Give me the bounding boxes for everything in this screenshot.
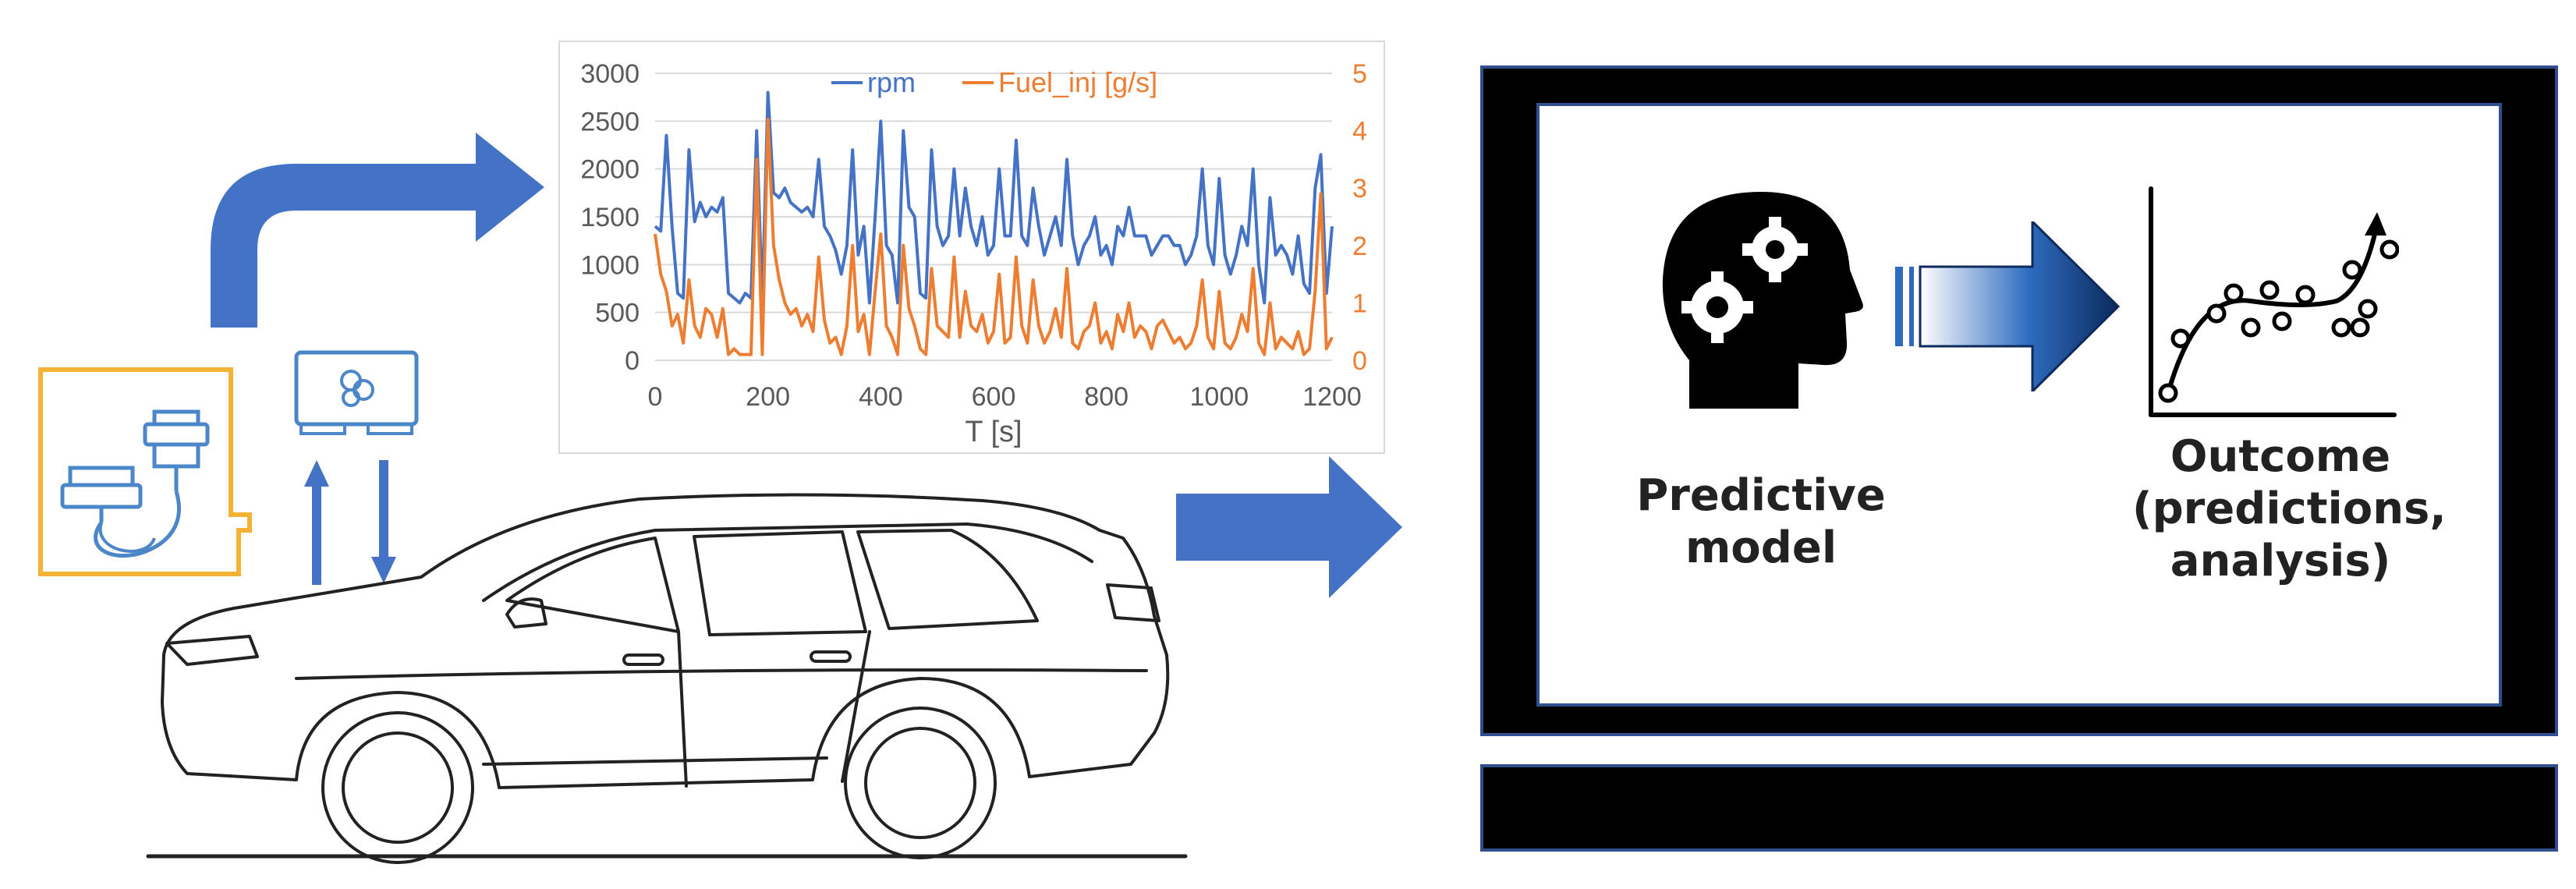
trend-graph-icon bbox=[2142, 184, 2399, 426]
y2-tick-label: 0 bbox=[1352, 346, 1367, 376]
y-tick-label: 3000 bbox=[580, 59, 640, 89]
arrow-to-model bbox=[1176, 456, 1404, 598]
y-tick-label: 0 bbox=[625, 346, 640, 376]
y2-tick-label: 3 bbox=[1352, 174, 1367, 204]
car-illustration bbox=[140, 483, 1193, 873]
legend-label: rpm bbox=[867, 66, 916, 98]
obd-scanner-icon bbox=[37, 367, 256, 577]
x-tick-label: 1200 bbox=[1302, 382, 1362, 412]
x-tick-label: 600 bbox=[972, 382, 1016, 412]
legend-label: Fuel_inj [g/s] bbox=[998, 66, 1157, 98]
bent-arrow bbox=[204, 133, 547, 328]
y-tick-label: 2500 bbox=[580, 107, 640, 136]
data-exchange-arrows bbox=[296, 460, 413, 585]
y-tick-label: 1500 bbox=[580, 203, 640, 232]
y-tick-label: 500 bbox=[595, 299, 640, 328]
monitor-screen: Predictive model Outcome (predictions, a… bbox=[1536, 103, 2502, 707]
y2-tick-label: 4 bbox=[1352, 117, 1367, 147]
predictive-model-label: Predictive model bbox=[1636, 470, 1886, 574]
monitor-frame: Predictive model Outcome (predictions, a… bbox=[1480, 66, 2558, 736]
x-tick-label: 200 bbox=[746, 382, 790, 412]
y-tick-label: 1000 bbox=[580, 250, 640, 280]
x-tick-label: 400 bbox=[859, 382, 903, 412]
y2-tick-label: 2 bbox=[1352, 232, 1367, 261]
y2-tick-label: 5 bbox=[1352, 59, 1367, 89]
x-tick-label: 800 bbox=[1084, 382, 1129, 412]
monitor-stand bbox=[1480, 764, 2558, 852]
x-tick-label: 1000 bbox=[1190, 382, 1249, 412]
ai-head-gears-icon bbox=[1658, 186, 1866, 412]
y-tick-label: 2000 bbox=[580, 155, 640, 185]
outcome-label: Outcome (predictions, analysis) bbox=[2132, 431, 2447, 587]
gradient-arrow-icon bbox=[1895, 221, 2121, 391]
ecu-chip-icon bbox=[293, 349, 420, 437]
y2-tick-label: 1 bbox=[1352, 289, 1367, 318]
x-axis-label: T [s] bbox=[965, 416, 1022, 448]
rpm-fuel-chart: 0 500 1000 1500 2000 2500 3000 0 1 2 3 4 5 0 200 400 600… bbox=[580, 59, 1367, 448]
x-tick-label: 0 bbox=[648, 382, 663, 412]
series-line-fuel bbox=[654, 117, 1334, 356]
chart-panel: 0 500 1000 1500 2000 2500 3000 0 1 2 3 4 5 0 200 400 600… bbox=[558, 41, 1385, 454]
series-line-rpm bbox=[654, 90, 1334, 305]
